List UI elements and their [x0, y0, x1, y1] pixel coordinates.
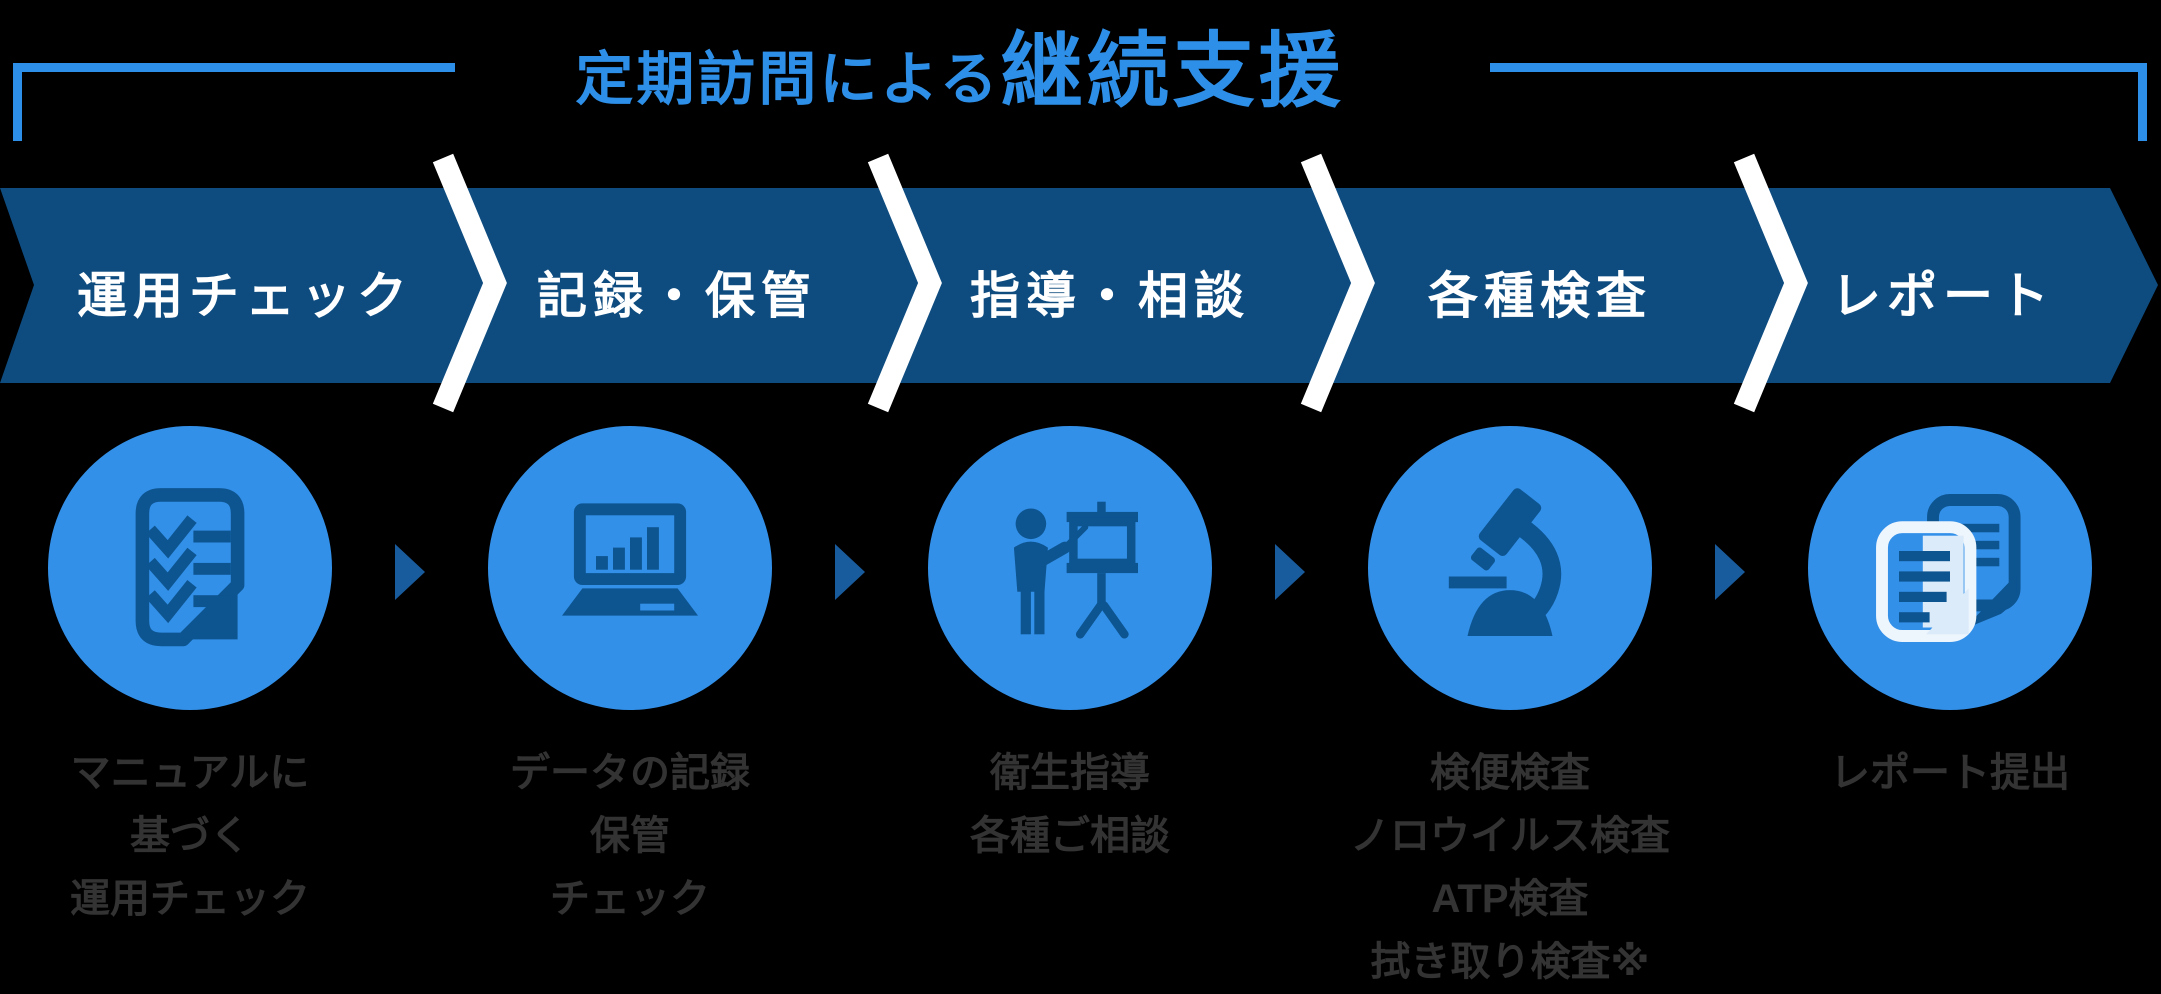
step-description-5: レポート提出 — [1830, 742, 2070, 805]
step-description-4: 検便検査 ノロウイルス検査 ATP検査 拭き取り検査※ — [1350, 742, 1670, 994]
step-description-2: データの記録 保管 チェック — [510, 742, 750, 931]
step-description-1: マニュアルに 基づく 運用チェック — [70, 742, 310, 931]
chevron-separator-icon — [1733, 153, 1808, 413]
instructor-whiteboard-icon — [1013, 501, 1138, 639]
description-line: ATP検査 — [1431, 877, 1589, 921]
laptop-chart-icon — [562, 503, 698, 616]
step-circle-1 — [48, 426, 332, 710]
step-circle-3 — [928, 426, 1212, 710]
flow-arrow-icon — [835, 544, 865, 600]
description-line: ノロウイルス検査 — [1350, 814, 1670, 858]
bracket-stub-left — [13, 63, 22, 141]
step-circle-2 — [488, 426, 772, 710]
description-line: レポート提出 — [1830, 751, 2070, 795]
checklist-document-icon — [135, 488, 245, 647]
description-line: マニュアルに — [70, 751, 310, 795]
step-description-3: 衛生指導 各種ご相談 — [970, 742, 1170, 868]
step-label-4: 各種検査 — [1428, 268, 1652, 324]
description-line: チェック — [550, 877, 710, 921]
description-line: 保管 — [590, 814, 670, 858]
step-label-2: 記録・保管 — [537, 268, 817, 324]
title-emphasis: 継続支援 — [1000, 26, 1345, 117]
bracket-line-right — [1490, 63, 2147, 72]
diagram-title: 定期訪問による 継続支援 — [575, 4, 1344, 123]
step-label-3: 指導・相談 — [970, 268, 1250, 324]
step-circle-5 — [1808, 426, 2092, 710]
description-line: 基づく — [130, 814, 250, 858]
description-line: データの記録 — [510, 751, 750, 795]
description-line: 検便検査 — [1430, 751, 1590, 795]
description-line: 各種ご相談 — [970, 814, 1170, 858]
step-label-1: 運用チェック — [77, 268, 413, 324]
step-circle-4 — [1368, 426, 1652, 710]
chevron-separator-icon — [867, 153, 942, 413]
step-label-5: レポート — [1831, 268, 2055, 324]
chevron-separator-icon — [1300, 153, 1375, 413]
bracket-stub-right — [2138, 63, 2147, 141]
process-band-shape — [0, 188, 2158, 383]
description-line: 衛生指導 — [990, 751, 1150, 795]
description-line: 拭き取り検査※ — [1370, 940, 1650, 984]
microscope-icon — [1448, 488, 1562, 636]
report-documents-icon — [1876, 494, 2021, 642]
title-prefix: 定期訪問による — [575, 47, 1001, 112]
bracket-line-left — [13, 63, 455, 72]
flow-arrow-icon — [395, 544, 425, 600]
flow-arrow-icon — [1275, 544, 1305, 600]
description-line: 運用チェック — [70, 877, 310, 921]
flow-arrow-icon — [1715, 544, 1745, 600]
chevron-separator-icon — [432, 153, 507, 413]
